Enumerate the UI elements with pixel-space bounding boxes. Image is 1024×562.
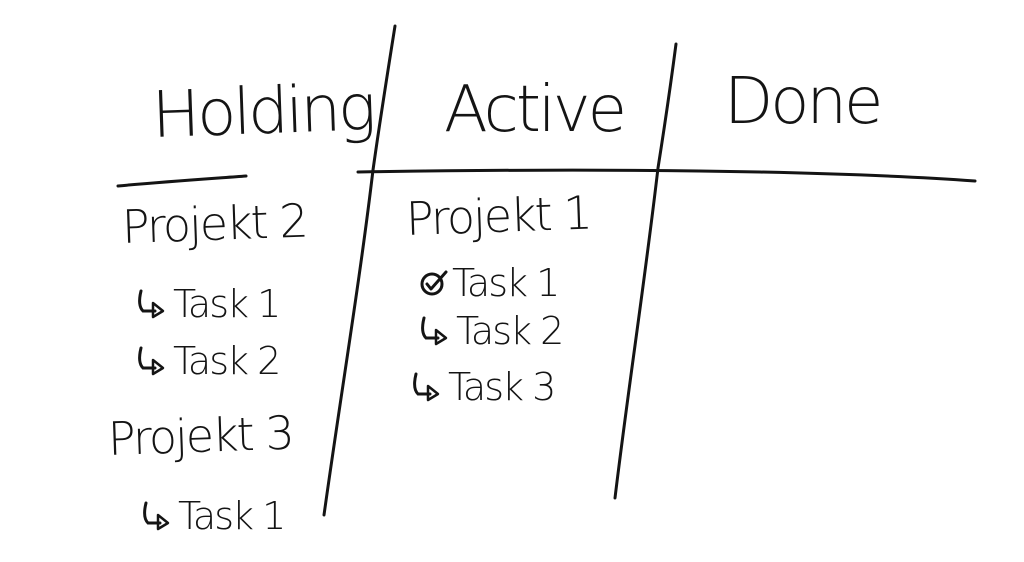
project-card-holding-1: Projekt 2 xyxy=(121,193,308,254)
column-divider-1 xyxy=(322,24,397,517)
task-item: Task 2 xyxy=(135,339,281,383)
column-title-done: Done xyxy=(724,65,883,139)
task-label: Task 1 xyxy=(452,261,560,305)
task-label: Task 2 xyxy=(456,309,564,353)
task-item: Task 3 xyxy=(410,365,556,409)
header-divider-line xyxy=(356,168,977,183)
task-label: Task 3 xyxy=(448,365,556,409)
subtask-arrow-icon xyxy=(138,289,165,319)
task-item: Task 2 xyxy=(418,309,564,353)
column-divider-2 xyxy=(613,42,678,500)
task-label: Task 1 xyxy=(178,494,286,538)
task-label: Task 2 xyxy=(173,339,281,383)
subtask-arrow-icon xyxy=(421,316,448,346)
holding-underline xyxy=(116,174,248,188)
done-column-body xyxy=(660,185,990,505)
task-item: Task 1 xyxy=(140,494,286,538)
project-card-holding-2: Projekt 3 xyxy=(107,405,294,466)
column-title-active: Active xyxy=(444,73,627,147)
subtask-arrow-icon xyxy=(138,346,165,376)
subtask-arrow-icon xyxy=(143,501,170,531)
project-card-active-1: Projekt 1 xyxy=(405,185,592,246)
task-label: Task 1 xyxy=(173,282,281,326)
task-item: Task 1 xyxy=(135,282,281,326)
subtask-arrow-icon xyxy=(413,372,440,402)
task-item-completed: Task 1 xyxy=(418,261,560,305)
check-circle-icon xyxy=(420,270,448,296)
column-title-holding: Holding xyxy=(150,71,375,153)
